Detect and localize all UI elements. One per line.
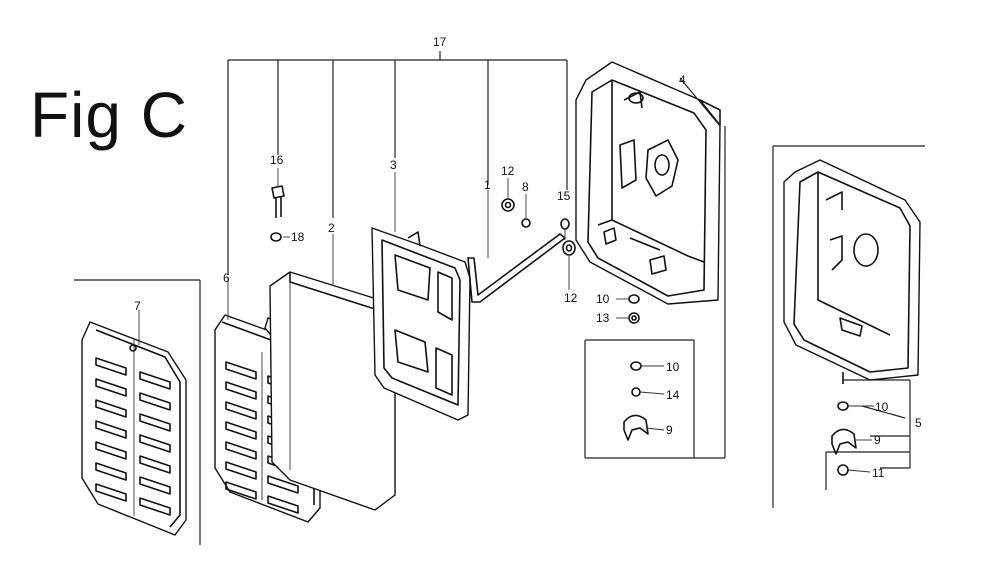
part-10-washer-c	[837, 401, 849, 411]
grille-slot	[95, 483, 127, 502]
callout-9-a: 9	[666, 423, 673, 437]
grille-frame-bracket	[74, 279, 201, 545]
callout-10-c: 10	[875, 400, 889, 414]
part-12-grommet-lower	[562, 240, 576, 256]
figure-title: Fig C	[30, 79, 188, 151]
grille-slot	[139, 455, 171, 474]
part-18-washer	[270, 232, 282, 242]
bracket-part-5	[825, 379, 911, 490]
part-1-breather-tube	[467, 233, 566, 303]
part-11-nut	[837, 464, 849, 476]
part-4-air-cleaner-case	[575, 61, 721, 305]
cover-slot	[225, 461, 257, 480]
part-8-nut	[521, 218, 531, 228]
callout-17: 17	[433, 35, 447, 49]
callout-12-lower: 12	[564, 291, 578, 305]
callout-10-a: 10	[596, 292, 610, 306]
callout-6: 6	[223, 271, 230, 285]
cover-slot	[225, 481, 257, 500]
callout-15: 15	[557, 189, 571, 203]
cover-slot	[225, 381, 257, 400]
assembly-bracket-17	[227, 51, 568, 275]
callout-14: 14	[666, 388, 680, 402]
cover-slot	[225, 421, 257, 440]
callout-4: 4	[679, 73, 686, 87]
callout-labels: 17 4 16 18 3 2 6 7 1 12 8 15 12 10 13 10…	[134, 35, 922, 480]
part-2-filter-element	[269, 271, 396, 511]
part-9-clip-b	[831, 428, 857, 455]
part-10-washer-b	[630, 361, 642, 371]
cover-slot	[225, 361, 257, 380]
cover-slot	[225, 401, 257, 420]
grille-slot	[95, 378, 127, 397]
cover-slot	[267, 495, 299, 514]
grille-slot	[139, 497, 171, 516]
part-9-clip-a	[623, 414, 649, 441]
part-15-o-ring	[560, 218, 570, 230]
bracket-part-4	[584, 126, 726, 459]
part-13-nut	[628, 312, 640, 324]
callout-8: 8	[522, 180, 529, 194]
part-5-case-alt	[783, 159, 921, 384]
grille-slot	[139, 476, 171, 495]
part-12-grommet-upper	[501, 198, 515, 212]
grille-slot	[139, 434, 171, 453]
grille-slot	[139, 371, 171, 390]
part-7-grille-cover	[81, 321, 187, 536]
grille-slot	[95, 357, 127, 376]
callout-12-upper: 12	[501, 164, 515, 178]
callout-16: 16	[270, 153, 284, 167]
leader-lines	[138, 168, 874, 473]
callout-5: 5	[915, 416, 922, 430]
callout-13: 13	[596, 311, 610, 325]
callout-7: 7	[134, 299, 141, 313]
cover-slot	[267, 475, 299, 494]
grille-slot	[95, 399, 127, 418]
part-3-gasket-plate	[371, 227, 471, 421]
grille-slot	[139, 413, 171, 432]
callout-10-b: 10	[666, 360, 680, 374]
callout-3: 3	[390, 158, 397, 172]
callout-9-b: 9	[874, 433, 881, 447]
callout-18: 18	[291, 230, 305, 244]
callout-11: 11	[872, 466, 885, 480]
grille-slot	[95, 420, 127, 439]
cover-slot	[225, 441, 257, 460]
grille-slot	[139, 392, 171, 411]
grille-slot	[95, 441, 127, 460]
part-10-washer-a	[628, 294, 640, 304]
callout-1: 1	[484, 178, 491, 192]
part-14-nut	[631, 387, 641, 397]
callout-2: 2	[328, 221, 335, 235]
right-inset-frame	[772, 145, 925, 508]
grille-slot	[95, 462, 127, 481]
part-16-bolt	[271, 185, 285, 218]
